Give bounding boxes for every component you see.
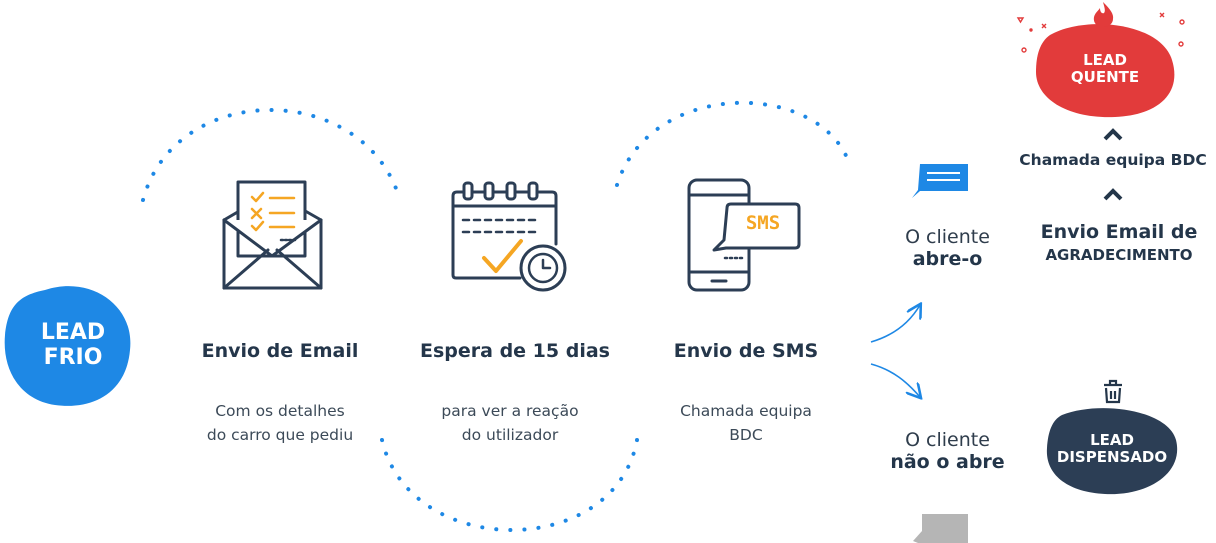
phone-sms-icon — [687, 178, 801, 292]
lead-quente-line1: LEAD — [1083, 51, 1127, 69]
lead-frio-label: LEAD FRIO — [28, 320, 118, 371]
step-desc-line: BDC — [729, 426, 763, 444]
branch-closed-line2: não o abre — [890, 451, 1005, 473]
trash-icon — [1104, 379, 1122, 404]
thank-you-email-line1: Envio Email de — [1040, 221, 1198, 243]
step-desc-envio-email: Com os detalhes do carro que pediu — [170, 399, 390, 447]
step-title-espera: Espera de 15 dias — [420, 340, 610, 362]
step-desc-envio-sms: Chamada equipa BDC — [636, 399, 856, 447]
lead-quente-label: LEAD QUENTE — [1060, 51, 1150, 87]
chevron-up-icon — [1103, 128, 1123, 141]
thank-you-email-label: Envio Email de AGRADECIMENTO — [1024, 221, 1214, 264]
sms-icon-text: SMS — [745, 212, 781, 234]
lead-dispensado-line1: LEAD — [1090, 431, 1134, 449]
email-unopened-icon — [913, 514, 968, 543]
dotted-arc-top-right — [615, 100, 850, 187]
branch-open-label: O cliente abre-o — [870, 226, 1025, 270]
dotted-arc-top-left — [141, 108, 402, 202]
calendar-clock-icon — [451, 181, 567, 292]
email-checklist-icon — [222, 180, 323, 290]
branch-open-line1: O cliente — [905, 226, 990, 248]
lead-dispensado-blob — [1046, 408, 1178, 495]
step-desc-line: Chamada equipa — [680, 402, 812, 420]
email-opened-icon — [912, 164, 968, 198]
chevron-up-icon — [1103, 188, 1123, 201]
arrow-up-branch — [870, 305, 920, 343]
branch-open-line2: abre-o — [912, 248, 983, 270]
arrow-down-branch — [870, 363, 920, 397]
call-bdc-label: Chamada equipa BDC — [1019, 151, 1207, 169]
branch-closed-label: O cliente não o abre — [865, 429, 1030, 473]
lead-frio-line1: LEAD — [40, 320, 106, 345]
step-desc-line: Com os detalhes — [215, 402, 345, 420]
step-title-envio-sms: Envio de SMS — [673, 340, 819, 362]
dotted-arc-bottom — [380, 438, 639, 532]
step-desc-espera: para ver a reação do utilizador — [400, 399, 620, 447]
thank-you-email-line2: AGRADECIMENTO — [1045, 246, 1193, 264]
lead-quente-blob — [1036, 24, 1175, 118]
fire-icon — [1093, 2, 1114, 27]
step-desc-line: do carro que pediu — [206, 426, 354, 444]
lead-frio-blob — [4, 286, 131, 406]
lead-frio-line2: FRIO — [43, 345, 103, 371]
confetti-decoration — [1016, 12, 1185, 53]
step-desc-line: para ver a reação — [441, 402, 579, 420]
step-desc-line: do utilizador — [461, 426, 559, 444]
lead-quente-line2: QUENTE — [1070, 68, 1140, 87]
lead-dispensado-line2: DISPENSADO — [1056, 448, 1168, 467]
branch-closed-line1: O cliente — [905, 429, 990, 451]
step-title-envio-email: Envio de Email — [201, 340, 359, 362]
lead-dispensado-label: LEAD DISPENSADO — [1046, 431, 1178, 467]
